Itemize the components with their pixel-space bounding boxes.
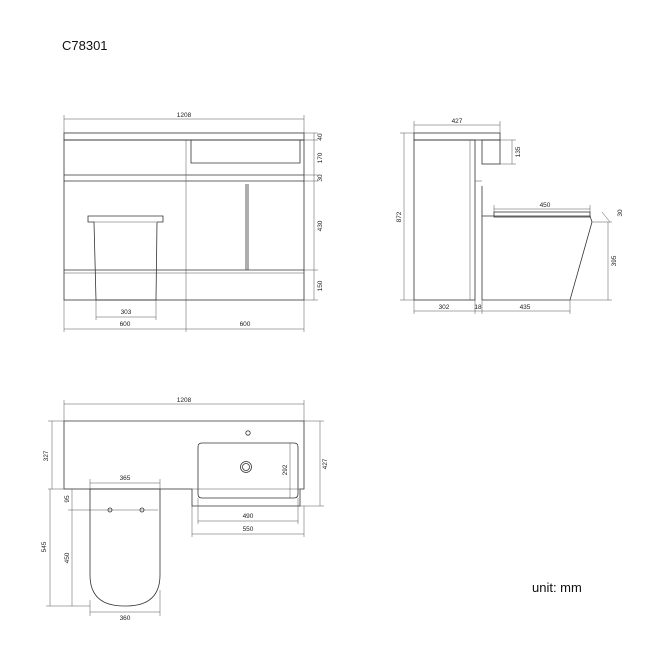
unit-label: unit: mm [532, 580, 582, 595]
front-h-top: 40 [317, 133, 324, 141]
front-cabinet-outline [63, 139, 305, 301]
top-w-basin-inner: 490 [243, 513, 254, 520]
top-w-basin-outer: 550 [243, 526, 254, 533]
front-width-total: 1208 [177, 112, 192, 119]
top-d-total: 545 [41, 541, 48, 552]
seat-hinge-left-icon [107, 507, 113, 513]
front-w-left: 600 [120, 321, 131, 328]
top-toilet-bowl [89, 488, 161, 607]
side-d-pan: 435 [520, 304, 531, 311]
front-basin [190, 140, 301, 164]
side-seat-thick: 30 [617, 209, 624, 217]
front-h-gap: 30 [317, 174, 324, 182]
top-d-worktop: 327 [43, 450, 50, 461]
top-basin-bowl [197, 442, 299, 499]
side-d-unit: 302 [439, 304, 450, 311]
side-toilet-pan [481, 186, 593, 301]
front-h-door: 430 [317, 220, 324, 231]
top-d-basin-unit: 427 [322, 458, 329, 469]
seat-hinge-right-icon [139, 507, 145, 513]
side-d-gap: 18 [474, 304, 482, 311]
model-code: C78301 [62, 38, 108, 53]
top-d-basin: 292 [282, 464, 289, 475]
front-w-pan: 303 [121, 309, 132, 316]
side-toilet-seat [493, 211, 591, 218]
tap-hole-icon [245, 430, 251, 436]
front-w-right: 600 [240, 321, 251, 328]
side-h-cistern: 135 [515, 146, 522, 157]
side-pan-height: 395 [611, 255, 618, 266]
side-cistern [481, 139, 501, 165]
top-w-bowl: 360 [120, 615, 131, 622]
top-view: 1208 327 427 365 95 545 450 360 292 490 [41, 397, 329, 622]
front-countertop [63, 132, 305, 141]
top-w-seat: 365 [120, 475, 131, 482]
side-h-total: 872 [396, 211, 403, 222]
top-d-bowl: 450 [64, 552, 71, 563]
top-d-bowl-gap: 95 [64, 495, 71, 503]
top-worktop-outline [63, 420, 305, 507]
side-cabinet [413, 139, 476, 301]
front-h-plinth: 150 [317, 280, 324, 291]
front-h-basin: 170 [317, 152, 324, 163]
top-width-total: 1208 [177, 397, 192, 404]
side-countertop [413, 132, 501, 141]
side-depth-top: 427 [452, 118, 463, 125]
front-toilet-pan [87, 215, 164, 301]
basin-drain-icon [240, 461, 252, 473]
side-view: 427 135 872 450 30 395 302 18 435 [396, 118, 624, 314]
side-seat-len: 450 [540, 202, 551, 209]
front-view: 1208 40 170 30 430 150 303 600 600 [63, 112, 324, 332]
